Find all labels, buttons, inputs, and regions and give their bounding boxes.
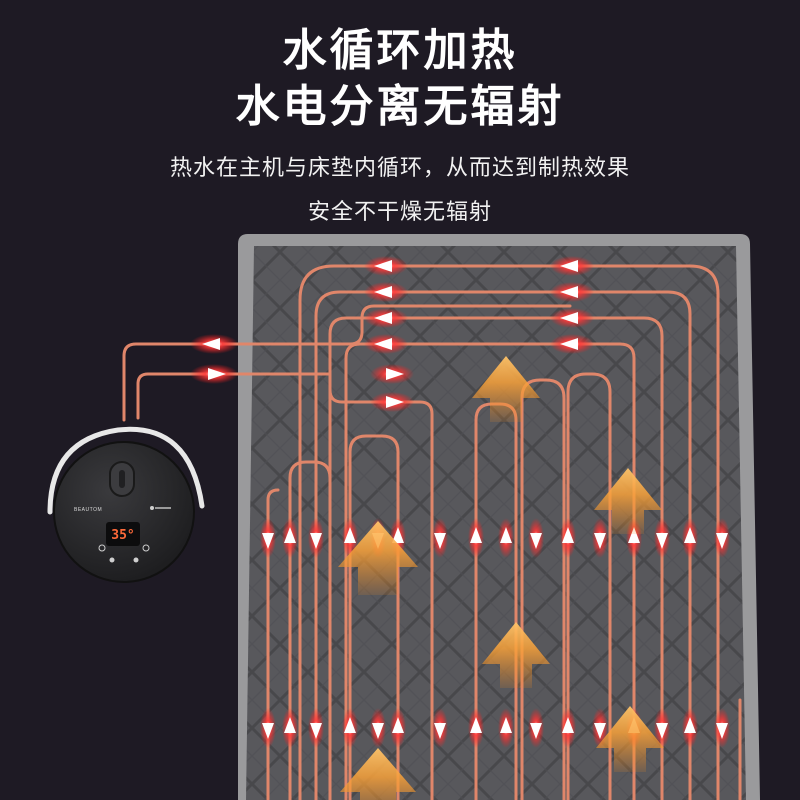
flow-arrow-icon (560, 518, 576, 558)
power-icon (98, 544, 106, 552)
headline-line-1: 水循环加热 (282, 25, 518, 76)
flow-arrow-icon (682, 708, 698, 748)
flow-arrow-icon (714, 518, 730, 558)
heating-unit (47, 426, 205, 583)
flow-arrow-icon (498, 708, 514, 748)
subtitle-line-1: 热水在主机与床垫内循环，从而达到制热效果 (169, 156, 630, 181)
flow-arrow-icon (432, 708, 448, 748)
temperature-readout: 35° (111, 528, 135, 543)
flow-arrow-icon (190, 364, 238, 384)
flow-arrow-icon (714, 708, 730, 748)
flow-arrow-icon (282, 518, 298, 558)
flow-arrow-icon (364, 256, 408, 276)
temperature-down-icon (109, 557, 115, 563)
flow-arrow-icon (592, 518, 608, 558)
flow-arrow-icon (468, 518, 484, 558)
flow-arrow-icon (468, 708, 484, 748)
headline-line-2: 水电分离无辐射 (235, 81, 565, 132)
heat-rising-arrow-icon (594, 468, 662, 534)
flow-arrow-icon (654, 518, 670, 558)
brand-label: BEAUTOM (74, 507, 103, 513)
flow-arrow-icon (498, 518, 514, 558)
flow-arrow-icon (682, 518, 698, 558)
flow-arrow-icon (308, 518, 324, 558)
flow-arrow-icon (654, 708, 670, 748)
flow-arrow-icon (432, 518, 448, 558)
flow-arrow-icon (190, 334, 238, 354)
flow-arrow-icon (364, 282, 408, 302)
flow-arrow-icon (592, 708, 608, 748)
mode-icon (142, 544, 150, 552)
subtitle-line-2: 安全不干燥无辐射 (307, 200, 492, 225)
flow-arrow-icon (550, 282, 594, 302)
heat-rising-arrow-icon (472, 356, 540, 422)
heat-rising-arrow-icon (338, 521, 418, 595)
flow-arrow-icon (560, 708, 576, 748)
flow-arrow-icon (550, 256, 594, 276)
flow-arrow-icon (528, 708, 544, 748)
flow-arrow-icon (364, 308, 408, 328)
mattress (238, 234, 760, 800)
heat-arrows (338, 356, 664, 800)
temperature-display (106, 522, 140, 546)
flow-arrows (190, 256, 594, 412)
flow-arrow-icon (308, 708, 324, 748)
flow-arrow-icon (370, 392, 414, 412)
heat-rising-arrow-icon (340, 748, 416, 800)
flow-arrow-icon (260, 518, 276, 558)
flow-arrow-icon (342, 518, 358, 558)
flow-arrow-icon (370, 708, 386, 748)
logo-dot-icon (150, 506, 154, 510)
flow-arrow-icon (342, 708, 358, 748)
flow-arrow-icon (282, 708, 298, 748)
flow-arrow-icon (528, 518, 544, 558)
heat-rising-arrow-icon (596, 706, 664, 772)
flow-arrow-icon (260, 708, 276, 748)
flow-arrow-icon (364, 334, 408, 354)
flow-arrow-icon (550, 308, 594, 328)
flow-arrow-icon (370, 364, 414, 384)
heat-rising-arrow-icon (482, 622, 550, 688)
flow-arrow-icon (550, 334, 594, 354)
temperature-up-icon (133, 557, 139, 563)
flow-arrow-icon (390, 708, 406, 748)
